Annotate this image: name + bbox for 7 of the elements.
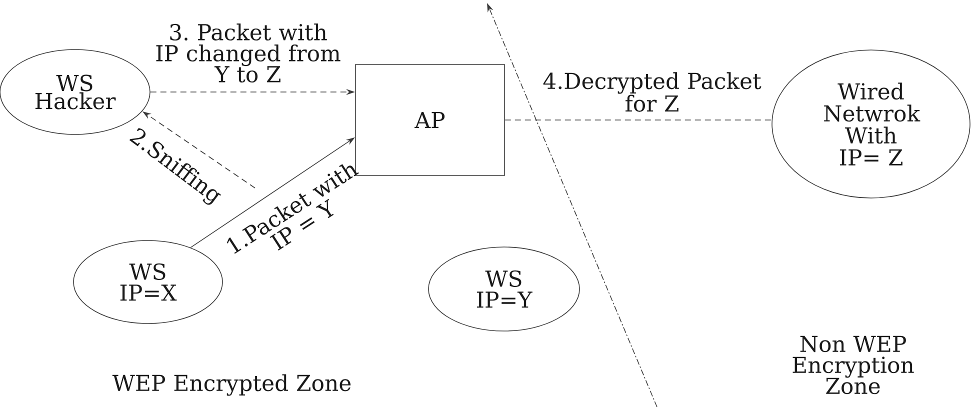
- ellipse-node: WS IP=Y: [428, 246, 580, 332]
- ellipse-node: Wired Netwrok With IP= Z: [772, 50, 970, 198]
- zone-label: WEP Encrypted Zone: [112, 374, 351, 396]
- edge-label: 3. Packet with IP changed from Y to Z: [156, 23, 340, 83]
- edge-label: 4.Decrypted Packet for Z: [543, 72, 762, 112]
- ellipse-node: WS IP=X: [73, 240, 223, 324]
- zone-label: Non WEP Encryption Zone: [792, 336, 914, 394]
